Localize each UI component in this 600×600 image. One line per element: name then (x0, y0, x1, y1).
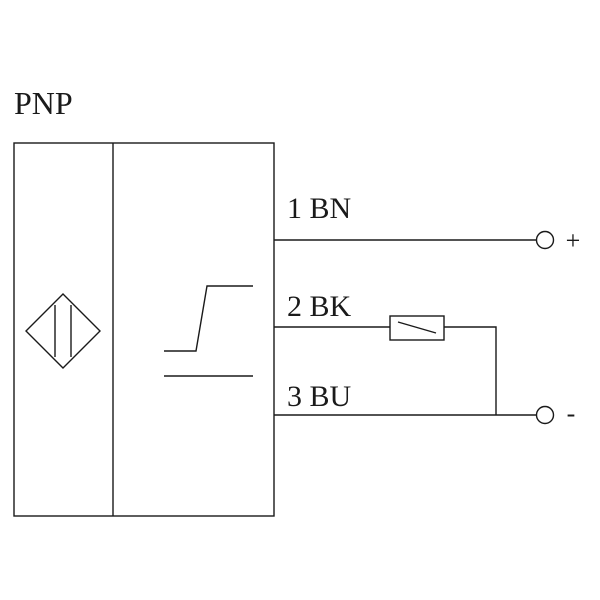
wire-3-terminal (535, 405, 555, 425)
switching-output-icon (164, 285, 253, 377)
wire-1-terminal (535, 230, 555, 250)
negative-terminal-sign: - (567, 399, 576, 428)
diagram-title: PNP (14, 85, 73, 121)
load-icon (389, 315, 445, 341)
inductive-sensor-icon (25, 293, 101, 369)
positive-terminal-sign: + (566, 226, 581, 255)
sensor-body (13, 142, 275, 517)
wire-2-label: 2 BK (287, 290, 352, 323)
wire-3-label: 3 BU (287, 380, 352, 413)
wire-1-label: 1 BN (287, 192, 351, 225)
load-return-line (444, 326, 497, 415)
